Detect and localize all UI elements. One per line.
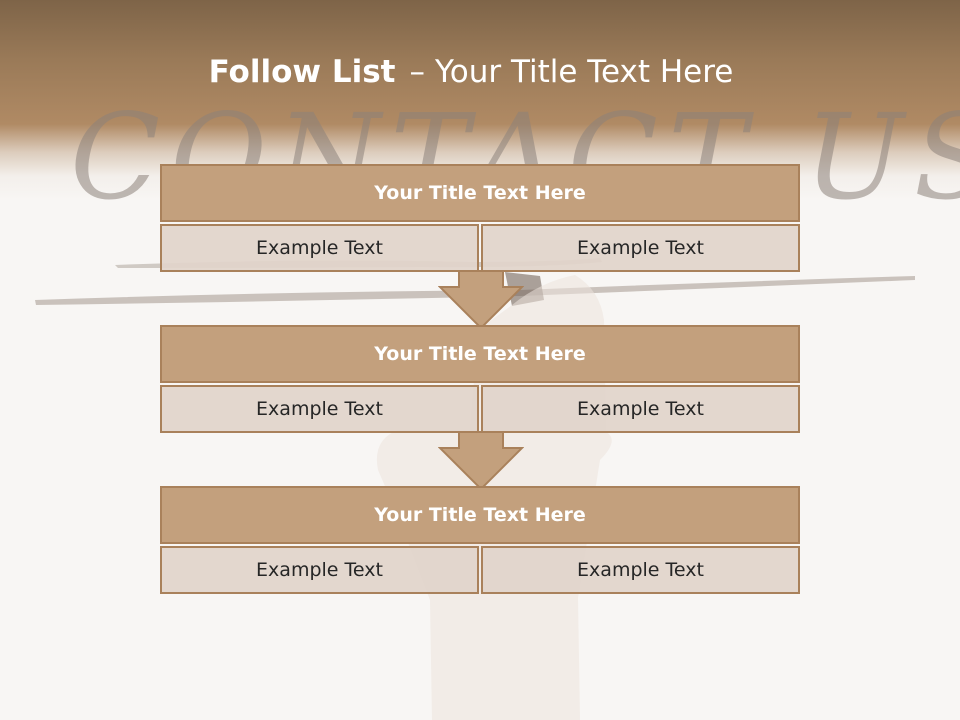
step-cell-right: Example Text (481, 546, 800, 594)
step-cell-left: Example Text (160, 224, 479, 272)
step-box-2: Your Title Text Here Example Text Exampl… (160, 325, 800, 433)
step-box-3: Your Title Text Here Example Text Exampl… (160, 486, 800, 594)
step-row: Example Text Example Text (160, 224, 800, 272)
step-title: Your Title Text Here (160, 325, 800, 383)
step-cell-right: Example Text (481, 385, 800, 433)
slide-title-separator: – (409, 54, 425, 90)
step-row: Example Text Example Text (160, 546, 800, 594)
step-cell-right: Example Text (481, 224, 800, 272)
step-title: Your Title Text Here (160, 486, 800, 544)
slide-title-main: Follow List (208, 54, 396, 90)
step-box-1: Your Title Text Here Example Text Exampl… (160, 164, 800, 272)
down-arrow-icon (438, 270, 524, 330)
slide-title: Follow List–Your Title Text Here (0, 54, 942, 90)
step-row: Example Text Example Text (160, 385, 800, 433)
slide-title-subtitle: Your Title Text Here (434, 54, 734, 90)
step-cell-left: Example Text (160, 546, 479, 594)
step-cell-left: Example Text (160, 385, 479, 433)
step-title: Your Title Text Here (160, 164, 800, 222)
down-arrow-icon (438, 431, 524, 491)
